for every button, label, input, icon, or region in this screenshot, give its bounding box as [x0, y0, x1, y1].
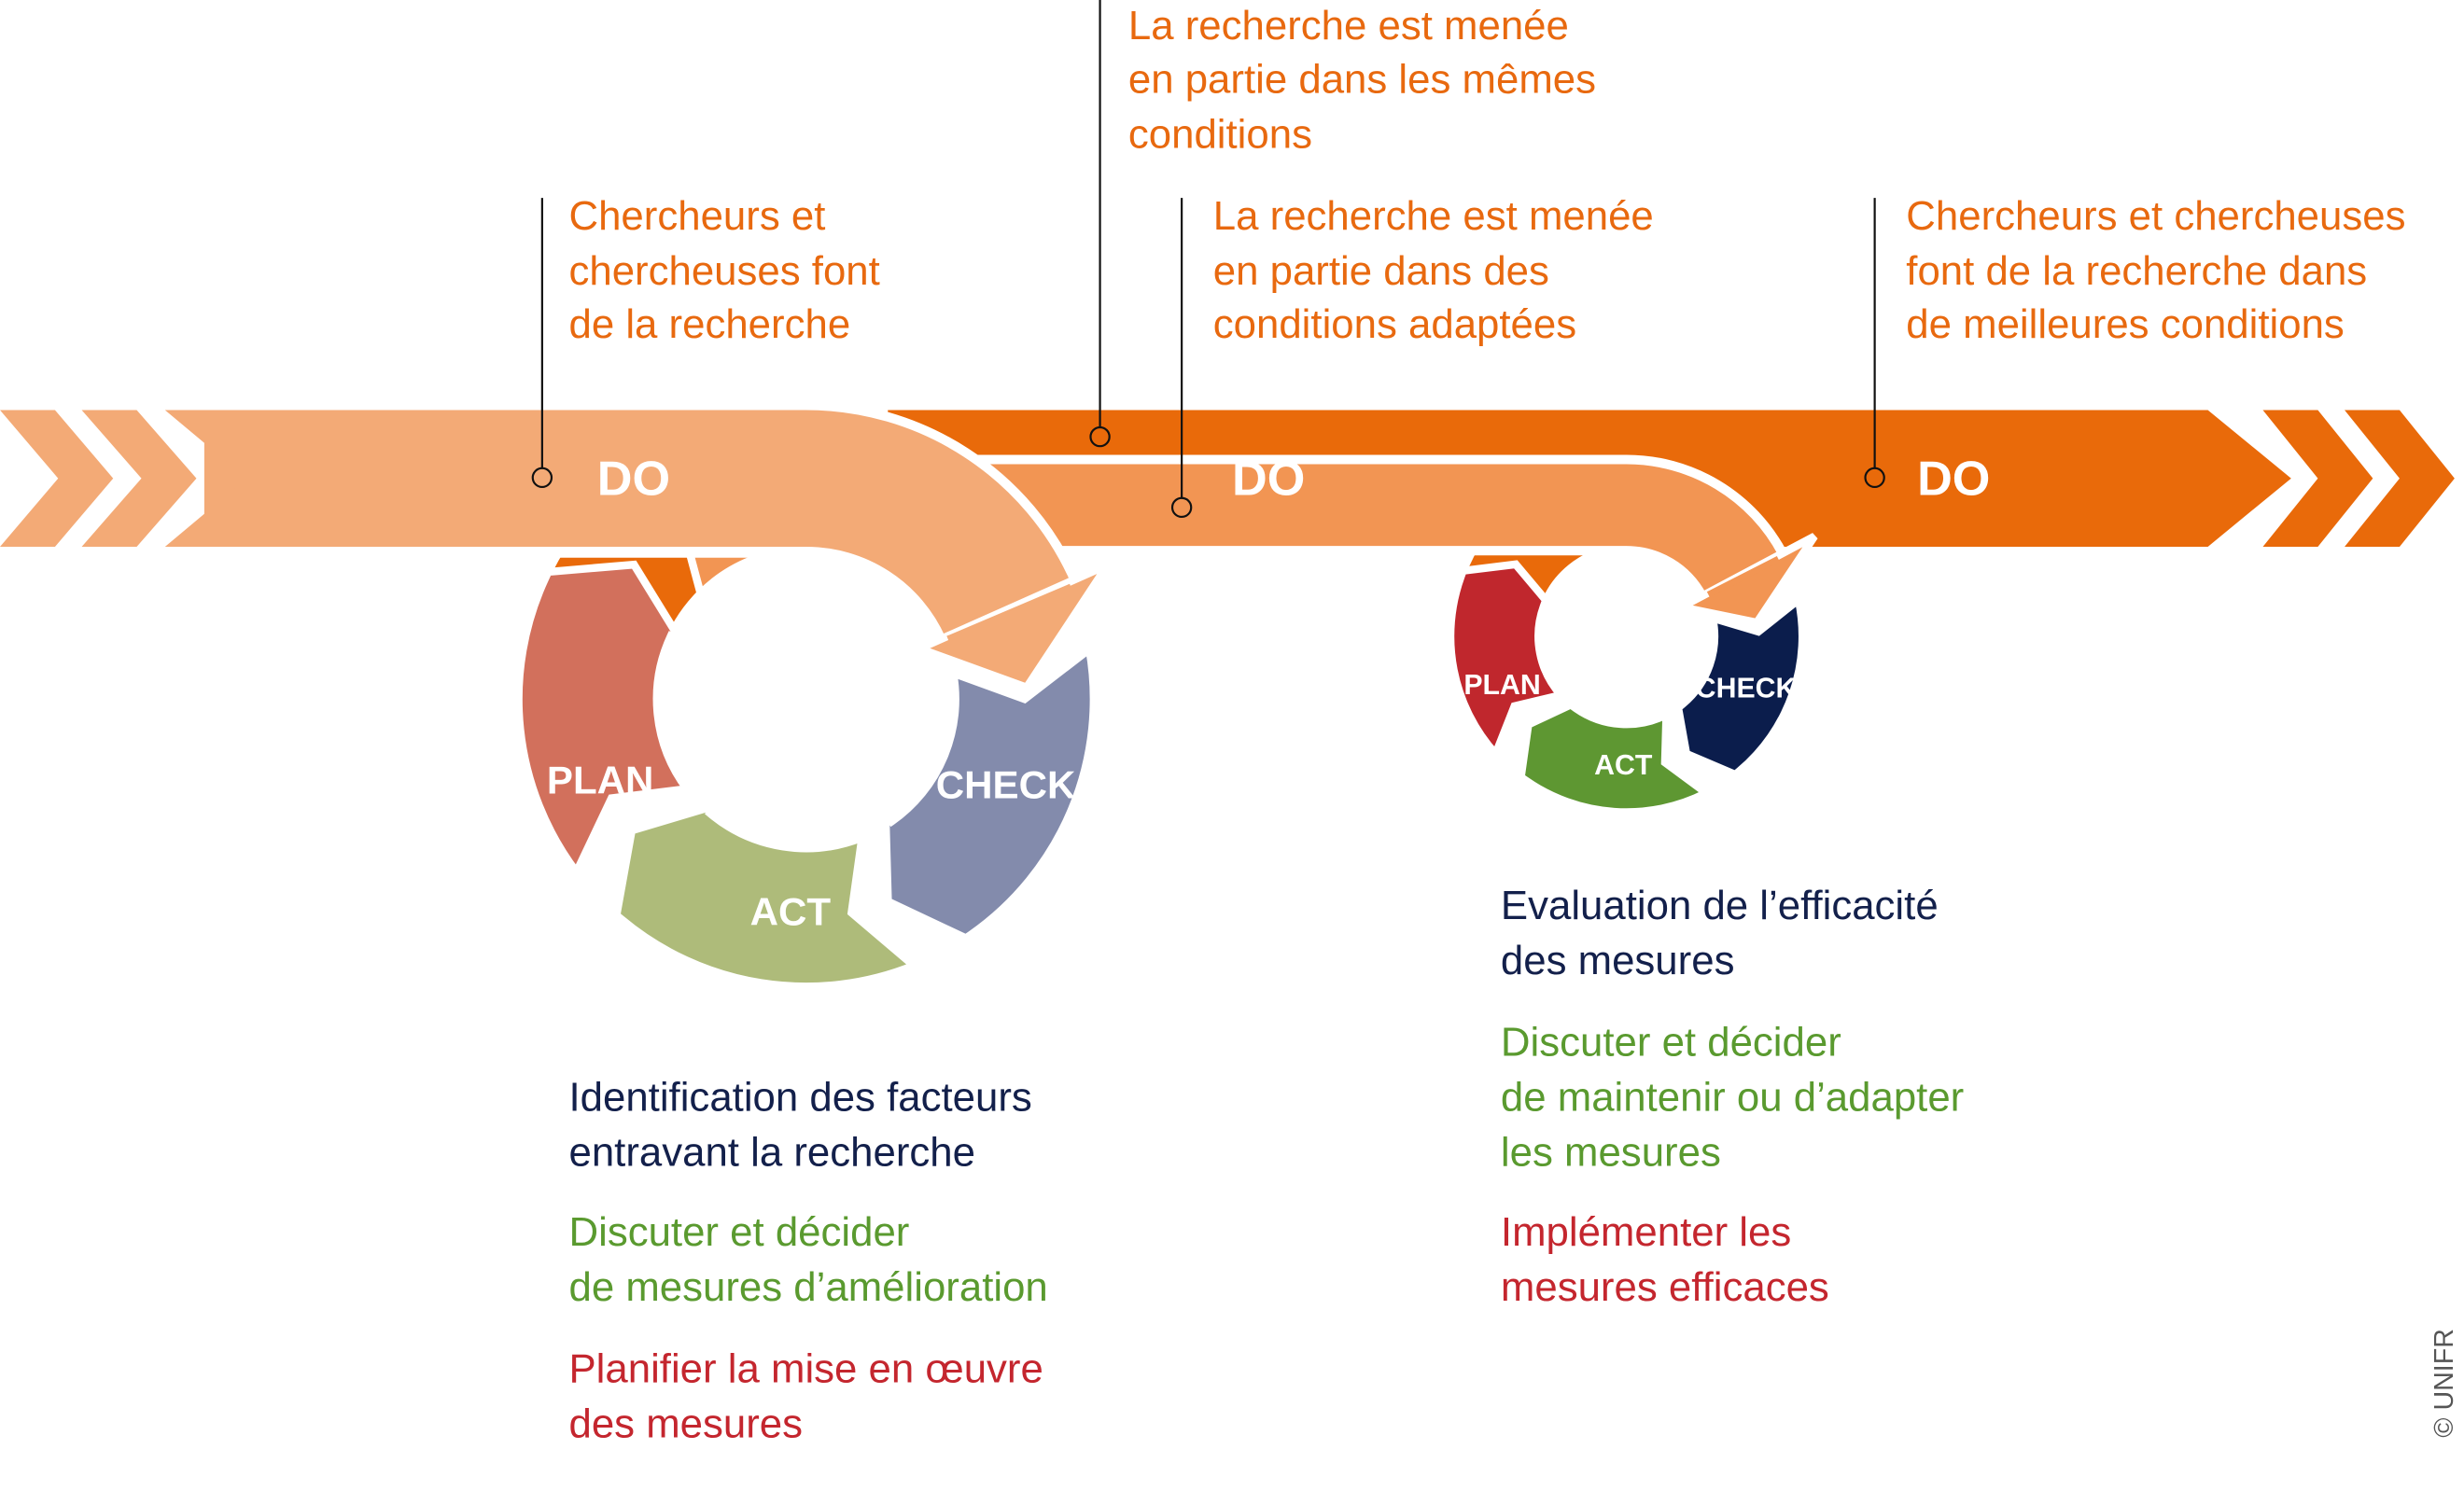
text-line: les mesures	[1501, 1129, 1721, 1175]
text-line: Discuter et décider	[1501, 1019, 1841, 1065]
small-check-label: CHECK	[1696, 674, 1797, 704]
callout-same-conditions: La recherche est menée en partie dans le…	[1128, 3, 1607, 157]
callout-dot-first	[531, 467, 553, 489]
cycle1-plan-text: Planifier la mise en œuvre des mesures	[568, 1346, 1055, 1447]
do-band-light	[203, 410, 1071, 639]
small-plan-label: PLAN	[1463, 670, 1540, 701]
text-line: font de la recherche dans	[1906, 248, 2367, 294]
callout-adapted-conditions: La recherche est menée en partie dans de…	[1213, 193, 1665, 347]
small-cycle-check-arrow	[1669, 592, 1807, 784]
do-band-light-arrowhead	[909, 555, 1119, 692]
do-label-3: DO	[1917, 452, 1990, 506]
diagram-shapes	[0, 400, 2455, 991]
text-line: entravant la recherche	[568, 1129, 974, 1175]
text-line: de maintenir ou d’adapter	[1501, 1074, 1964, 1120]
big-cycle-check-arrow	[881, 642, 1099, 954]
text-line: conditions	[1128, 111, 1312, 157]
big-check-label: CHECK	[936, 762, 1076, 806]
text-line: Chercheurs et chercheuses	[1906, 193, 2405, 239]
callout-markers	[531, 0, 1885, 519]
do-band-light-tail	[164, 410, 247, 547]
callout-dot-same	[1089, 425, 1111, 448]
big-plan-label: PLAN	[547, 758, 654, 801]
text-line: La recherche est menée	[1128, 3, 1569, 49]
text-line: de mesures d’amélioration	[568, 1264, 1047, 1310]
text-line: Planifier la mise en œuvre	[568, 1346, 1043, 1392]
text-line: en partie dans des	[1213, 248, 1549, 294]
text-line: Chercheurs et	[568, 193, 825, 239]
text-line: des mesures	[568, 1401, 803, 1447]
callout-better-conditions: Chercheurs et chercheuses font de la rec…	[1906, 193, 2416, 347]
big-cycle-act-arrow	[608, 797, 922, 991]
copyright: © UNIFR	[2429, 1329, 2459, 1437]
do-band-medium-joint	[1706, 555, 1780, 598]
text-line: Evaluation de l’efficacité	[1501, 883, 1939, 928]
chevron-left-1	[0, 410, 114, 547]
text-line: Discuter et décider	[568, 1209, 909, 1255]
text-line: de meilleures conditions	[1906, 301, 2345, 347]
text-line: La recherche est menée	[1213, 193, 1654, 239]
cycle2-act-text: Discuter et décider de maintenir ou d’ad…	[1501, 1019, 1976, 1175]
cycle1-act-text: Discuter et décider de mesures d’amélior…	[568, 1209, 1047, 1310]
big-cycle-plan-arrow	[514, 560, 694, 880]
small-act-label: ACT	[1594, 750, 1653, 781]
text-line: en partie dans les mêmes	[1128, 56, 1596, 102]
text-line: conditions adaptées	[1213, 301, 1576, 347]
text-line: chercheuses font	[568, 248, 879, 294]
do-label-2: DO	[1232, 452, 1305, 506]
callout-first: Chercheurs et chercheuses font de la rec…	[568, 193, 890, 347]
big-act-label: ACT	[750, 890, 832, 934]
small-cycle-act-arrow	[1515, 690, 1715, 816]
do-band-medium	[879, 464, 1779, 595]
callout-dot-better	[1864, 467, 1885, 489]
small-cycle-plan-arrow	[1446, 560, 1569, 761]
cycle1-check-text: Identification des facteurs entravant la…	[568, 1074, 1043, 1175]
callout-dot-adapted	[1170, 496, 1193, 519]
text-line: mesures efficaces	[1501, 1264, 1829, 1310]
text-line: Identification des facteurs	[568, 1074, 1031, 1120]
text-line: des mesures	[1501, 938, 1735, 983]
text-line: Implémenter les	[1501, 1209, 1791, 1255]
text-line: de la recherche	[568, 301, 850, 347]
cycle2-check-text: Evaluation de l’efficacité des mesures	[1501, 883, 1950, 983]
chevron-left-2	[81, 410, 197, 547]
do-label-1: DO	[597, 452, 670, 506]
cycle2-plan-text: Implémenter les mesures efficaces	[1501, 1209, 1829, 1310]
do-band-light-joint	[946, 583, 1072, 642]
